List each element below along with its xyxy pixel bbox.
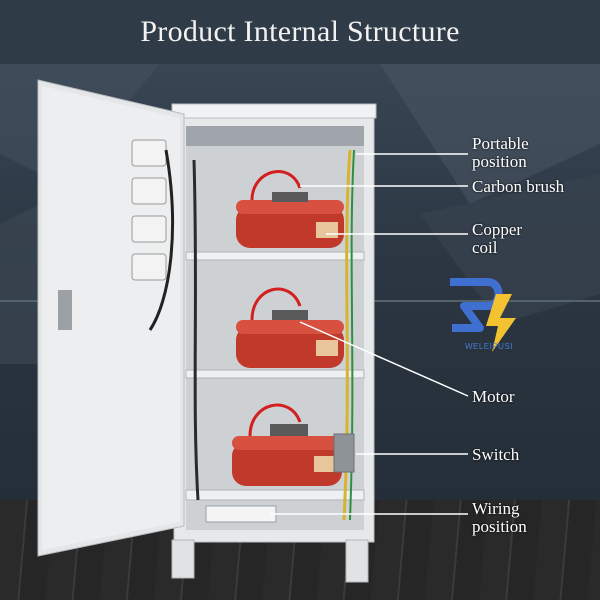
- page-title: Product Internal Structure: [140, 15, 460, 48]
- coil-2: [236, 287, 344, 368]
- label-portable-position: Portable position: [472, 134, 529, 171]
- logo-text: WELEIPUSI: [464, 342, 514, 351]
- title-banner: Product Internal Structure: [0, 0, 600, 64]
- label-switch: Switch: [472, 445, 520, 464]
- coil-3: [232, 403, 342, 486]
- lightning-logo-icon: [450, 278, 516, 352]
- label-copper-coil: Copper coil: [472, 220, 523, 257]
- label-wiring-position: Wiring position: [472, 499, 527, 536]
- coil-1: [236, 169, 344, 248]
- label-motor: Motor: [472, 387, 515, 406]
- pointer-lines: [270, 153, 469, 515]
- label-carbon-brush: Carbon brush: [472, 177, 565, 196]
